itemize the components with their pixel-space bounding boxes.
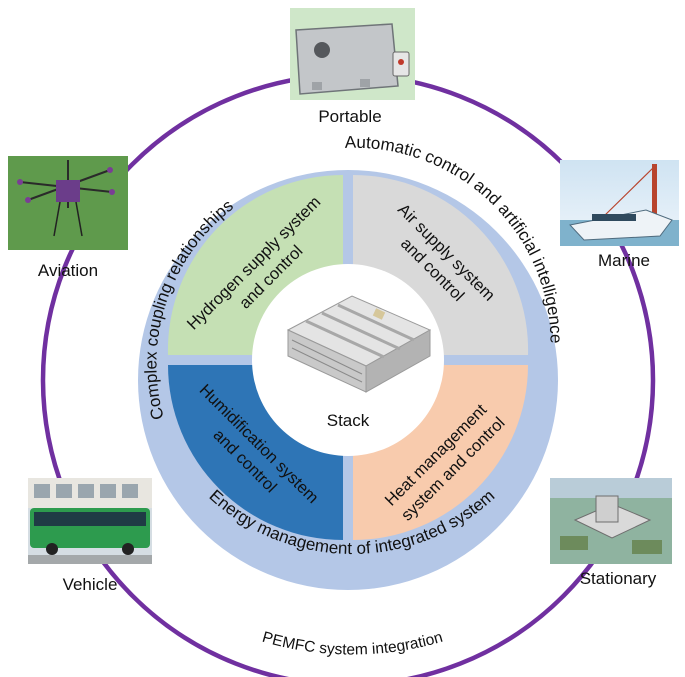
bus-photo (28, 478, 152, 564)
portable-label: Portable (318, 107, 381, 126)
stationary-plant-photo (550, 478, 672, 564)
drone-photo (8, 156, 128, 250)
fuel-cell-stack-image (286, 295, 432, 393)
marine-label: Marine (598, 251, 650, 270)
aviation-label: Aviation (38, 261, 98, 280)
stationary-label: Stationary (580, 569, 657, 588)
portable-case-photo (290, 8, 415, 100)
marine-ferry-photo (560, 160, 679, 246)
integration-label: PEMFC system integration (260, 629, 444, 659)
stack-label: Stack (327, 411, 370, 430)
vehicle-label: Vehicle (63, 575, 118, 594)
